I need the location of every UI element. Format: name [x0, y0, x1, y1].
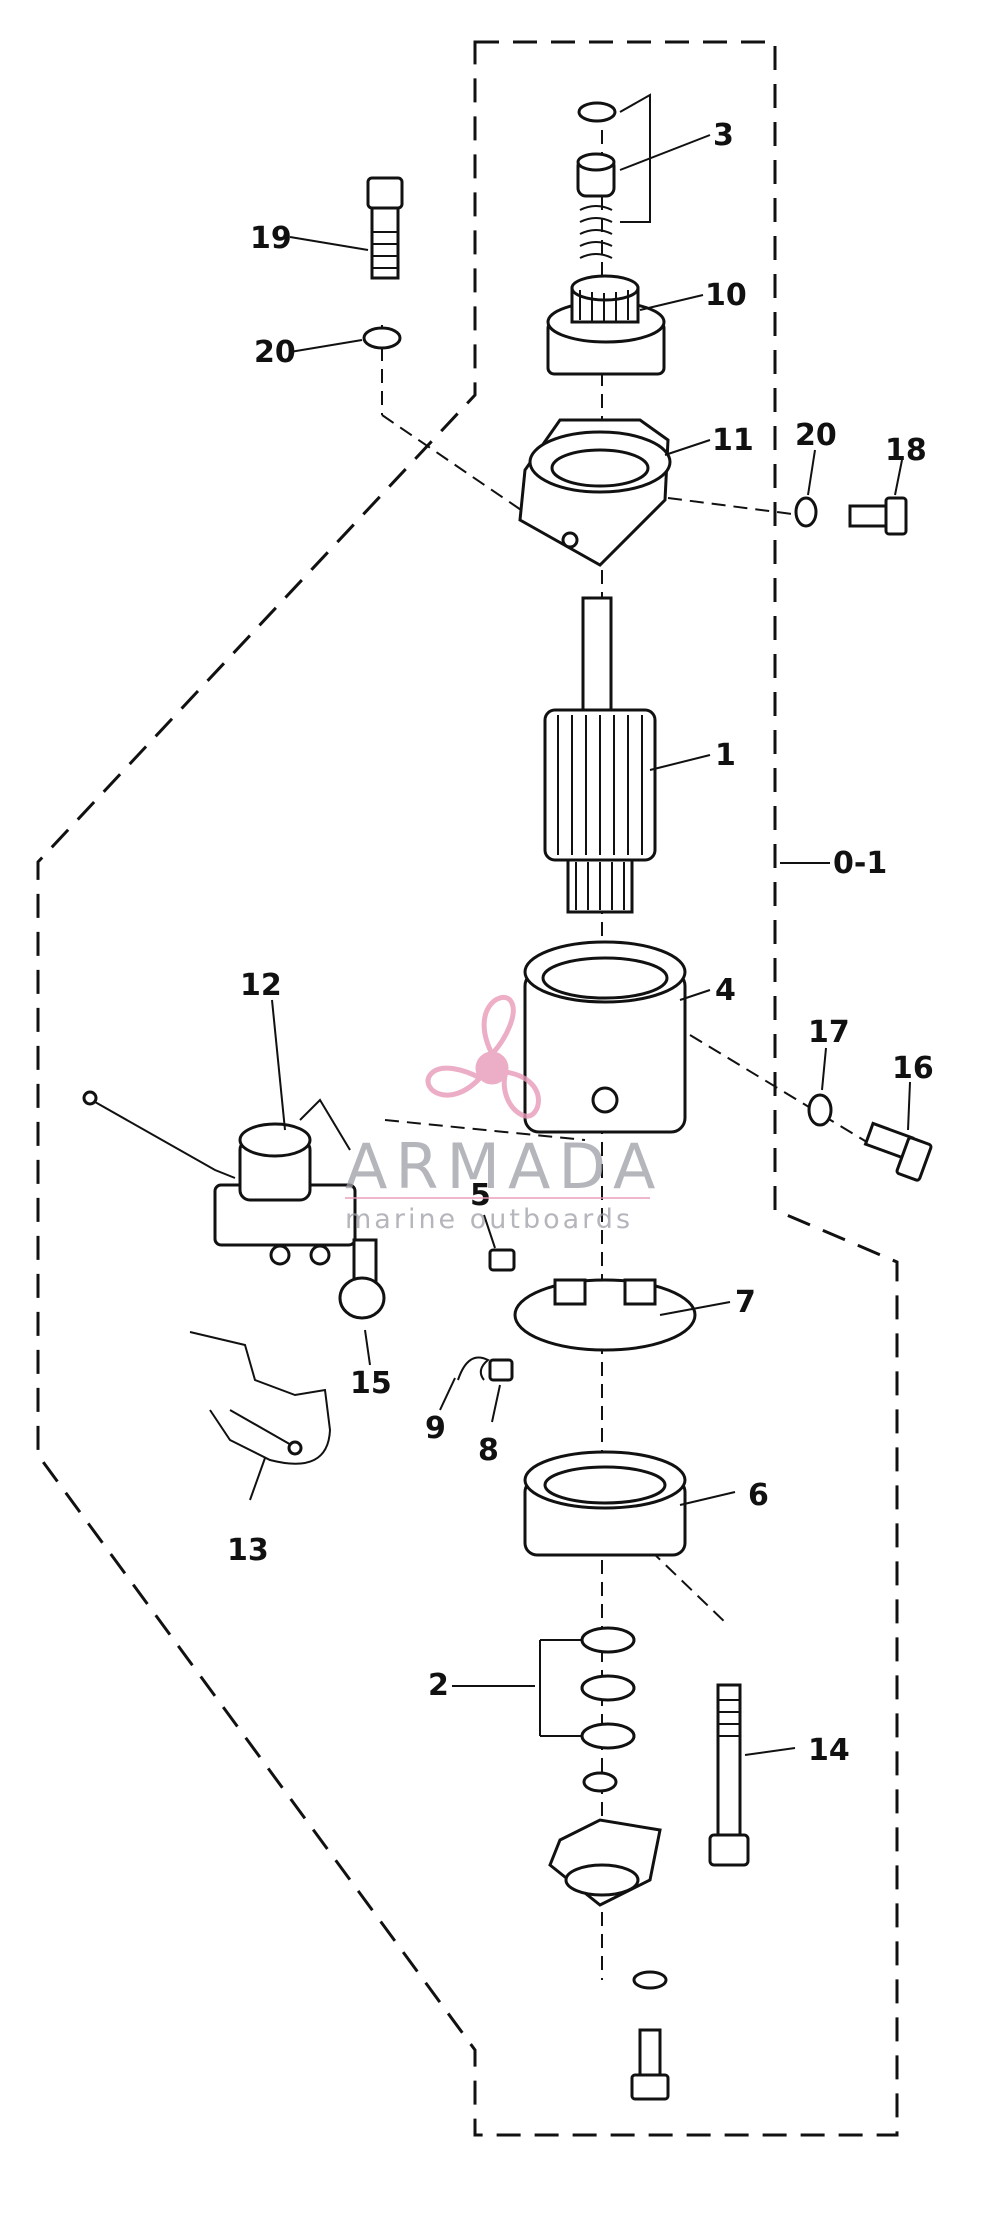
leader-10	[639, 294, 704, 311]
part-14-through-bolt	[708, 1683, 750, 1867]
callout-4: 4	[715, 973, 736, 1008]
callout-20-upper: 20	[254, 335, 296, 370]
part-2-thrust-washers	[580, 1626, 636, 1793]
callout-0-1: 0-1	[833, 846, 887, 881]
leader-18	[894, 459, 903, 496]
bolt-18-guide	[667, 497, 801, 516]
callout-19: 19	[250, 221, 292, 256]
part-8-brush	[488, 1358, 514, 1382]
callout-14: 14	[808, 1733, 850, 1768]
leader-8	[491, 1384, 501, 1423]
leader-11	[664, 439, 711, 456]
leader-16	[907, 1081, 911, 1131]
bolt-14-guide	[649, 1549, 729, 1626]
part-17-washer	[807, 1093, 833, 1127]
leader-2	[452, 1639, 582, 1737]
lower-bearing-cap	[548, 1818, 662, 1907]
part-20-washer-right	[794, 496, 818, 528]
leader-20b	[807, 449, 816, 496]
leader-20a	[289, 339, 363, 353]
armada-watermark: ARMADA marine outboards	[345, 995, 663, 1235]
callout-10: 10	[705, 278, 747, 313]
leader-1	[649, 754, 711, 771]
leader-14	[744, 1747, 796, 1756]
callout-11: 11	[712, 423, 754, 458]
callout-9: 9	[425, 1411, 446, 1446]
part-12-solenoid	[82, 1090, 357, 1266]
leader-19	[289, 236, 369, 251]
lower-screw	[630, 1970, 670, 2101]
leader-9	[439, 1377, 456, 1411]
callout-20-right: 20	[795, 418, 837, 453]
leader-3	[619, 93, 711, 223]
callout-15: 15	[350, 1366, 392, 1401]
part-18-screw	[848, 496, 908, 536]
callout-13: 13	[227, 1533, 269, 1568]
part-13-clip	[189, 1331, 332, 1465]
part-16-bolt	[863, 1121, 933, 1182]
callout-18: 18	[885, 433, 927, 468]
callout-1: 1	[715, 738, 736, 773]
part-15-screw	[338, 1238, 386, 1320]
part-5-brush	[488, 1248, 516, 1272]
part-10-drive-pinion	[546, 274, 666, 376]
part-6-end-cap	[523, 1450, 687, 1557]
kit-boundary	[36, 40, 899, 2137]
leader-17	[821, 1047, 827, 1091]
callout-2: 2	[428, 1668, 449, 1703]
leader-6	[679, 1491, 736, 1506]
part-19-bolt	[366, 176, 404, 280]
leader-5	[483, 1214, 496, 1249]
leader-7	[659, 1301, 731, 1316]
part-4-field-frame	[523, 940, 687, 1134]
part-11-drive-end-cap	[518, 418, 672, 567]
solenoid-wire-guide	[384, 1119, 586, 1141]
part-1-armature	[543, 596, 657, 914]
part-20-washer-upper	[362, 326, 402, 350]
callout-7: 7	[735, 1285, 756, 1320]
bolt-16-guide	[689, 1034, 881, 1151]
part-3-spring-stop-set	[576, 101, 617, 259]
callout-5: 5	[470, 1178, 491, 1213]
leader-4	[679, 989, 711, 1001]
propeller-logo-icon	[425, 995, 541, 1119]
callout-6: 6	[748, 1478, 769, 1513]
leader-15	[364, 1329, 371, 1366]
part-9-brush-spring	[457, 1356, 490, 1381]
callout-8: 8	[478, 1433, 499, 1468]
leader-12	[271, 999, 286, 1131]
callout-17: 17	[808, 1015, 850, 1050]
part-7-brush-plate	[513, 1278, 697, 1352]
leader-13	[249, 1457, 266, 1501]
callout-12: 12	[240, 968, 282, 1003]
watermark-tagline: marine outboards	[345, 1204, 633, 1235]
callout-16: 16	[892, 1051, 934, 1086]
watermark-brand: ARMADA	[345, 1130, 663, 1203]
callout-3: 3	[713, 118, 734, 153]
